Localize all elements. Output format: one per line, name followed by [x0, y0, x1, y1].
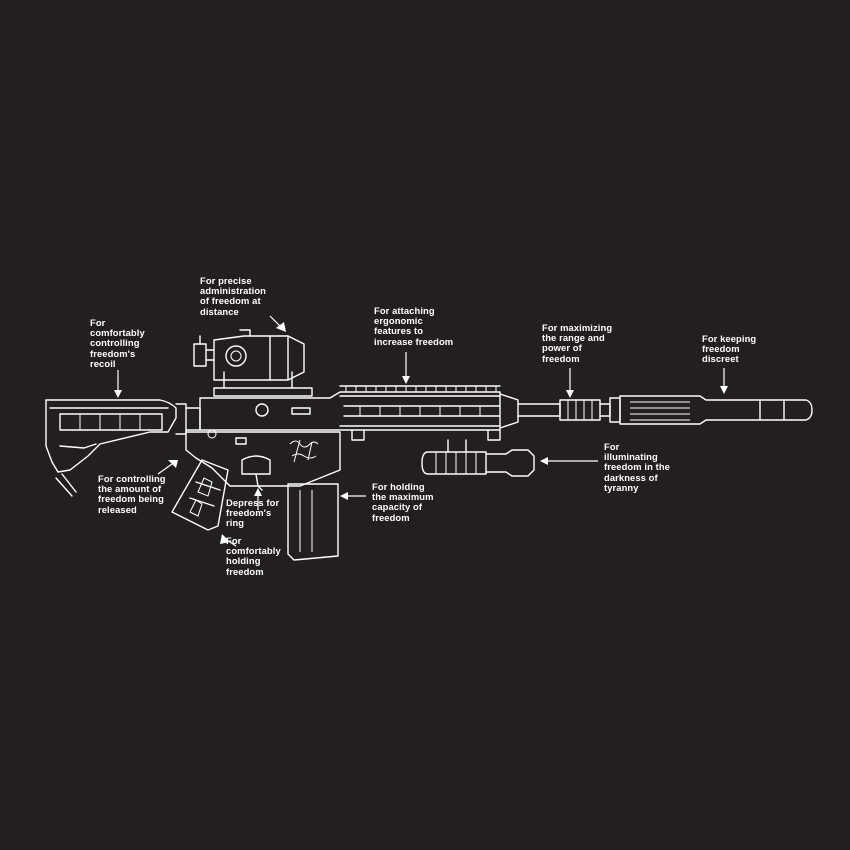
suppressor-label: For keeping freedom discreet	[702, 333, 757, 365]
barrel-outline	[517, 399, 611, 421]
grip-outline	[171, 459, 229, 531]
rail-label: For attaching ergonomic features to incr…	[374, 305, 454, 347]
magazine-label: For holding the maximum capacity of free…	[372, 481, 434, 523]
stock-outline	[45, 399, 201, 497]
scope-outline	[193, 329, 313, 397]
suppressor-outline	[609, 395, 813, 425]
lower-receiver-outline	[185, 429, 341, 491]
liberty-maniacs-logo	[289, 439, 319, 463]
trigger-label: Depress for freedom's ring	[226, 497, 280, 529]
barrel-label: For maximizing the range and power of fr…	[542, 322, 613, 364]
stock-label: For comfortably controlling freedom's re…	[90, 317, 145, 369]
scope-label: For precise administration of freedom at…	[200, 275, 266, 317]
flashlight-outline	[421, 439, 535, 477]
grip-label: For comfortably holding freedom	[226, 535, 281, 577]
callout-arrows	[114, 315, 728, 547]
magazine-outline	[287, 483, 339, 561]
upper-receiver-outline	[199, 385, 519, 441]
flashlight-label: For illuminating freedom in the darkness…	[604, 441, 670, 493]
selector-label: For controlling the amount of freedom be…	[98, 473, 166, 515]
